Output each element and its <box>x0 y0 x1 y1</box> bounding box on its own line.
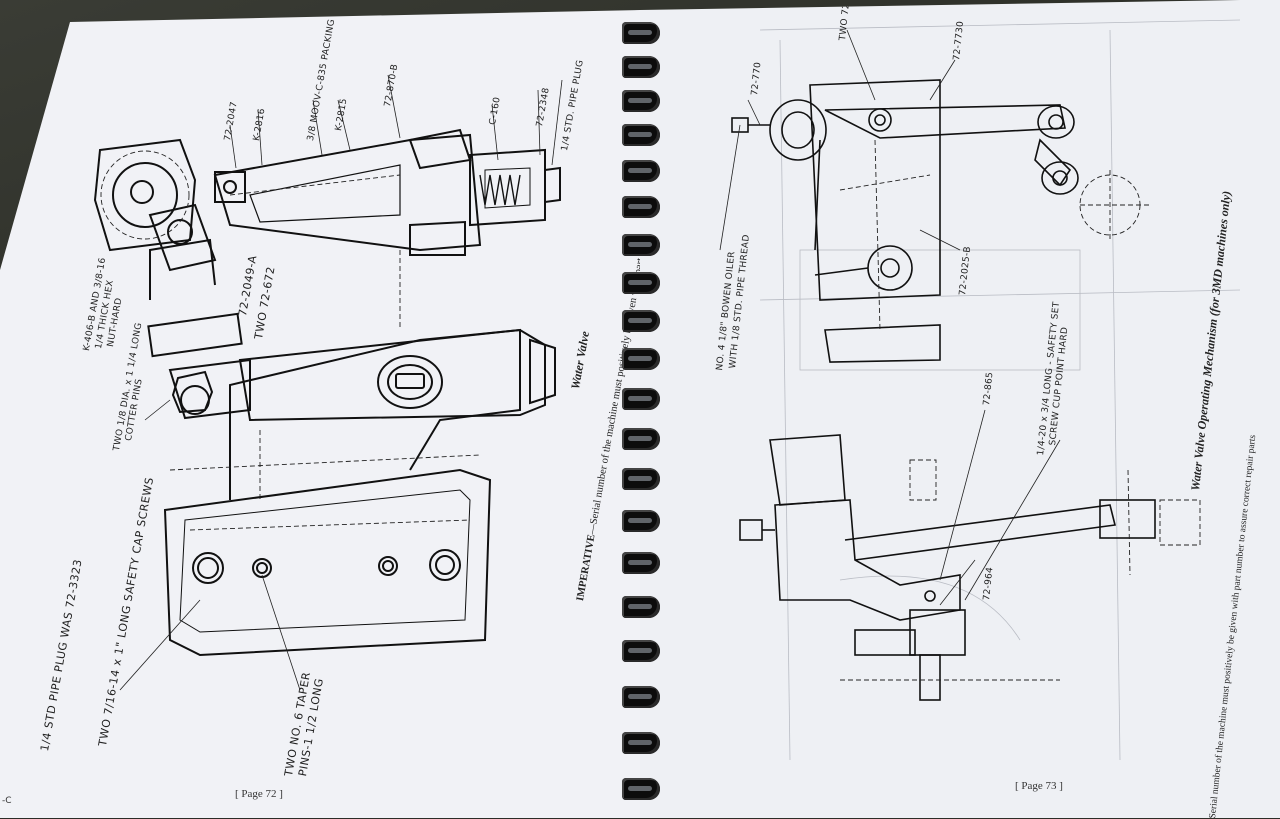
binding-ring <box>622 22 660 44</box>
binding-ring <box>622 686 660 708</box>
binding-ring <box>622 596 660 618</box>
spiral-binding <box>600 10 680 818</box>
binding-ring <box>622 388 660 410</box>
binding-ring <box>622 348 660 370</box>
binding-ring <box>622 160 660 182</box>
binding-ring <box>622 732 660 754</box>
binding-ring <box>622 56 660 78</box>
right-page: 72-770 TWO 72-2014 72-7730 72-2025-B NO.… <box>640 0 1280 818</box>
binding-ring <box>622 272 660 294</box>
binding-ring <box>622 778 660 800</box>
water-valve-drawing <box>93 74 563 691</box>
binding-ring <box>622 90 660 112</box>
binding-ring <box>622 468 660 490</box>
binding-ring <box>622 510 660 532</box>
left-page: 72-2047 K-2816 3/8 MOOV-C-835 PACKING K-… <box>0 10 640 818</box>
margin-mark: -C <box>2 796 12 806</box>
binding-ring <box>622 310 660 332</box>
right-page-number: [ Page 73 ] <box>1015 780 1063 792</box>
binding-ring <box>622 196 660 218</box>
binding-ring <box>622 234 660 256</box>
left-page-number: [ Page 72 ] <box>235 788 283 800</box>
binding-ring <box>622 124 660 146</box>
binding-ring <box>622 552 660 574</box>
binding-ring <box>622 428 660 450</box>
binding-ring <box>622 640 660 662</box>
operating-mechanism-drawing <box>719 19 1241 761</box>
